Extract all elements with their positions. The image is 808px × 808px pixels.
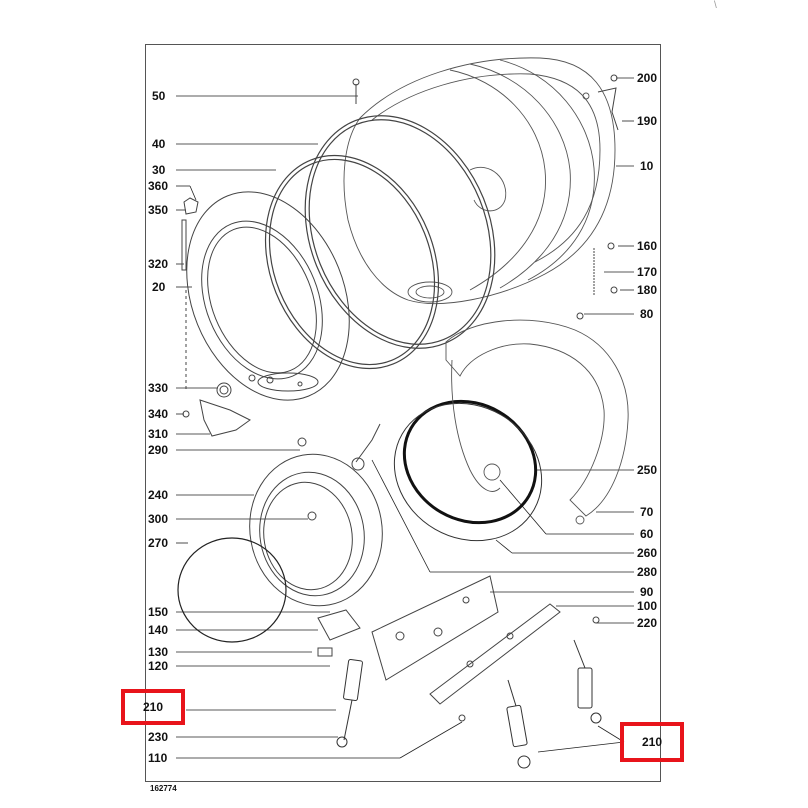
corner-mark: \ [714, 0, 717, 11]
callout-350: 350 [148, 203, 169, 217]
callout-180: 180 [637, 283, 658, 297]
leader-lines-left [176, 95, 463, 759]
small-parts-right [576, 74, 619, 320]
bracket-100 [429, 603, 561, 705]
callout-250: 250 [637, 463, 658, 477]
callout-50: 50 [152, 89, 166, 103]
belt-outer [393, 402, 543, 542]
callout-360: 360 [148, 179, 169, 193]
leader-lines-right [371, 77, 634, 753]
small-parts-bottom [317, 609, 600, 722]
gasket-ring-30 [264, 154, 440, 370]
callout-130: 130 [148, 645, 169, 659]
callout-190: 190 [637, 114, 658, 128]
callout-280: 280 [637, 565, 658, 579]
highlight-box-210-right: 210 [620, 722, 684, 762]
callout-30: 30 [152, 163, 166, 177]
tub-drum [343, 57, 616, 304]
belt-250 [402, 399, 538, 525]
callout-100: 100 [637, 599, 658, 613]
callout-110: 110 [148, 751, 168, 765]
callout-10: 10 [640, 159, 654, 173]
callout-310: 310 [148, 427, 169, 441]
callout-160: 160 [637, 239, 658, 253]
small-parts-left [181, 78, 360, 437]
callout-240: 240 [148, 488, 169, 502]
callout-260: 260 [637, 546, 658, 560]
callout-340: 340 [148, 407, 169, 421]
callout-200: 200 [637, 71, 658, 85]
rear-frame-70 [445, 319, 629, 525]
callout-230: 230 [148, 730, 169, 744]
callout-60: 60 [640, 527, 654, 541]
callout-290: 290 [148, 443, 169, 457]
callout-210-right: 210 [641, 735, 663, 749]
damper-left [336, 658, 363, 748]
belt-270 [177, 537, 287, 643]
callout-40: 40 [152, 137, 166, 151]
callout-90: 90 [640, 585, 654, 599]
damper-right [573, 639, 602, 724]
diagram-frame [145, 44, 661, 782]
callout-150: 150 [148, 605, 169, 619]
callout-170: 170 [637, 265, 658, 279]
callout-210-left: 210 [142, 700, 164, 714]
callout-300: 300 [148, 512, 169, 526]
callout-320: 320 [148, 257, 169, 271]
clamp-ring-40 [304, 115, 496, 349]
drawing-number: 162774 [150, 784, 177, 793]
callout-120: 120 [148, 659, 169, 673]
damper-middle [506, 679, 531, 769]
callout-330: 330 [148, 381, 169, 395]
bracket-90 [371, 575, 499, 681]
callout-20: 20 [152, 280, 166, 294]
front-ring-20 [186, 191, 350, 401]
callout-70: 70 [640, 505, 654, 519]
callout-80: 80 [640, 307, 654, 321]
front-seal-240 [249, 423, 383, 607]
highlight-box-210-left: 210 [121, 689, 185, 725]
callout-140: 140 [148, 623, 169, 637]
callout-270: 270 [148, 536, 169, 550]
callout-220: 220 [637, 616, 658, 630]
